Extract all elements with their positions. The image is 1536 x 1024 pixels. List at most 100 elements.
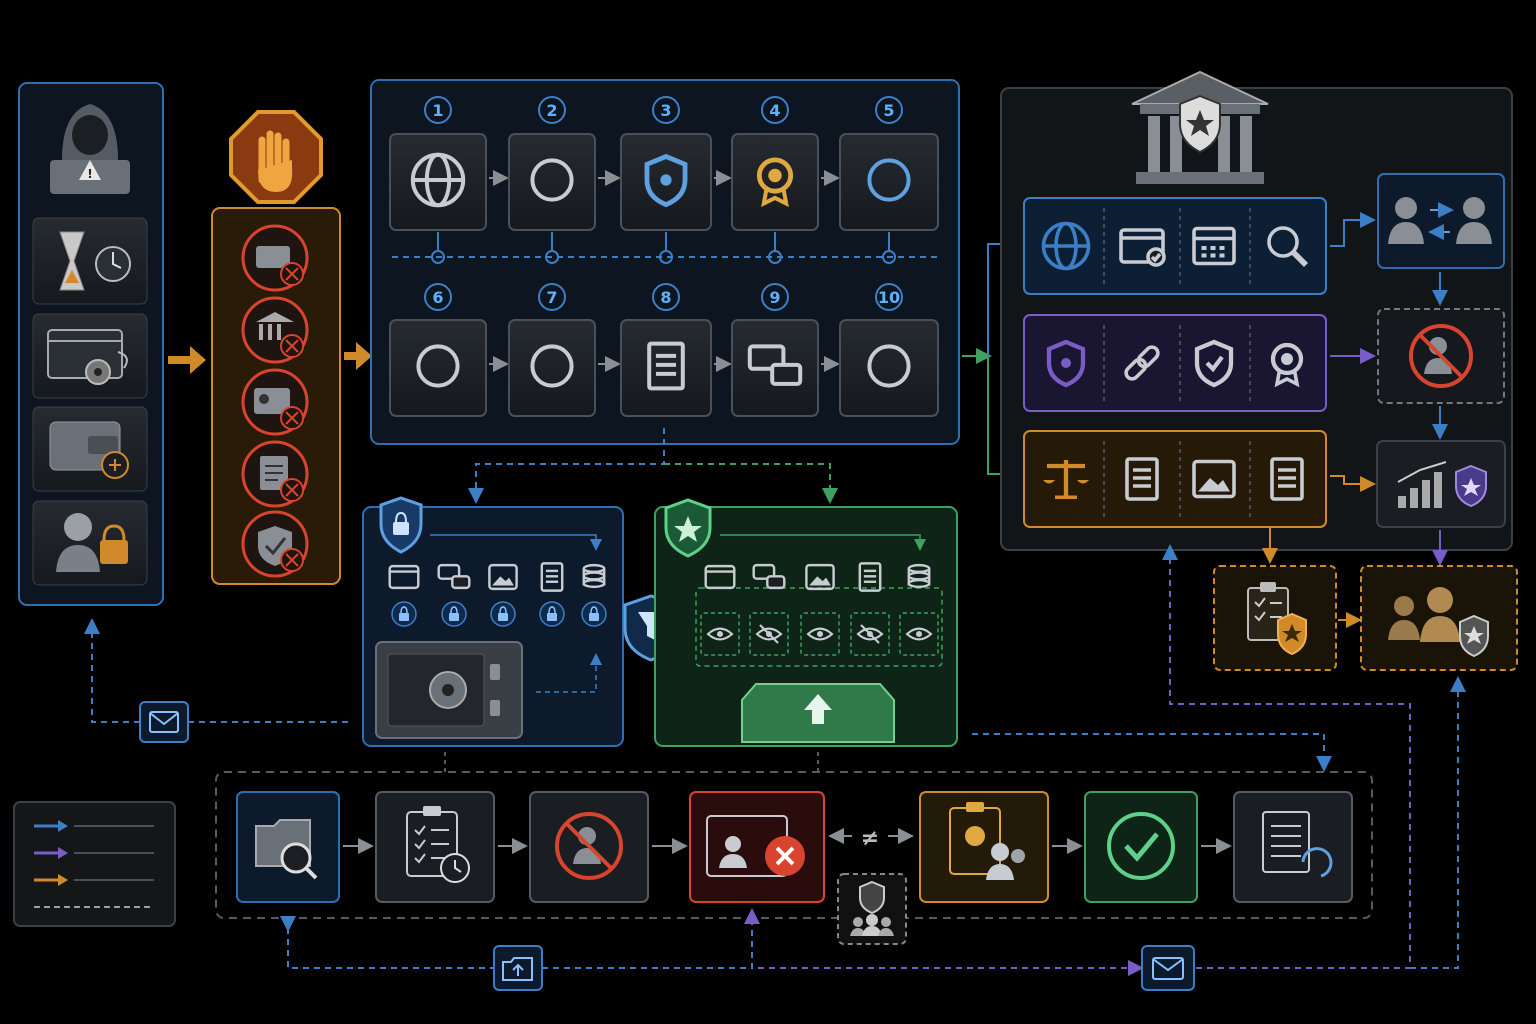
legend-entry — [34, 874, 154, 886]
arrow-threat-to-blocked — [168, 346, 206, 374]
bottom-step[interactable] — [919, 791, 1049, 903]
mail-icon[interactable] — [139, 701, 189, 743]
eye-hidden-icon[interactable] — [856, 624, 884, 644]
bottom-step[interactable] — [1233, 791, 1353, 903]
image-icon[interactable] — [488, 563, 518, 591]
connector-institution-to-outcomes — [1262, 212, 1448, 628]
process-step[interactable]: 3 — [620, 96, 732, 264]
calculator-icon[interactable] — [1270, 457, 1304, 501]
profile-form-check-icon — [867, 158, 911, 202]
search-icon[interactable] — [1267, 226, 1309, 268]
redaction-slot — [899, 612, 939, 656]
step-number: 8 — [660, 288, 671, 307]
image-icon[interactable] — [1192, 459, 1236, 499]
lock-icon — [441, 601, 467, 627]
step-tile — [508, 133, 596, 231]
browser-settings-icon — [47, 329, 128, 385]
bottom-step[interactable] — [689, 791, 825, 903]
process-step[interactable]: 8 — [620, 283, 732, 417]
document-icon[interactable] — [1125, 457, 1159, 501]
legend-entry — [34, 847, 154, 859]
institution-row — [1023, 314, 1327, 412]
step-number: 3 — [660, 101, 671, 120]
process-step[interactable]: 9 — [731, 283, 840, 417]
scales-icon[interactable] — [1043, 460, 1089, 499]
link-icon[interactable] — [1124, 345, 1161, 382]
step-tile — [839, 319, 939, 417]
shield-team-icon — [850, 880, 894, 936]
bottom-step[interactable] — [236, 791, 340, 903]
chat-icon[interactable] — [437, 563, 471, 590]
dashboard-chart-icon — [530, 344, 574, 388]
database-icon[interactable] — [907, 563, 931, 589]
bottom-step[interactable] — [1084, 791, 1198, 903]
check-circle-icon — [1107, 812, 1175, 880]
step-number-badge — [424, 283, 452, 311]
step-number: 5 — [883, 101, 894, 120]
award-icon[interactable] — [1270, 342, 1304, 388]
user-exchange-icon — [1388, 197, 1492, 244]
browser-globe-calendar-icon — [410, 152, 466, 208]
database-icon[interactable] — [582, 563, 606, 589]
process-step[interactable]: 4 — [731, 96, 840, 264]
image-icon[interactable] — [805, 563, 835, 591]
eye-icon[interactable] — [706, 627, 734, 641]
step-number: 9 — [769, 288, 780, 307]
shield-star-icon[interactable] — [1046, 339, 1086, 388]
lock-icon — [391, 601, 417, 627]
user-blocked-icon — [555, 812, 623, 880]
chat-icon[interactable] — [752, 563, 786, 590]
mail-icon[interactable] — [1141, 945, 1195, 991]
eye-hidden-icon[interactable] — [755, 624, 783, 644]
step-number-badge — [538, 283, 566, 311]
browser-icon[interactable] — [388, 564, 420, 590]
calendar-icon[interactable] — [1192, 226, 1236, 266]
document-shield-icon — [647, 341, 685, 391]
bank-shield-icon — [1131, 70, 1269, 184]
document-icon[interactable] — [540, 562, 564, 592]
feedback-connectors — [84, 544, 1466, 976]
browser-icon[interactable] — [704, 564, 736, 590]
lock-icon — [539, 601, 565, 627]
not-equal-symbol: ≠ — [861, 826, 879, 851]
process-step[interactable]: 10 — [839, 283, 939, 417]
step-number: 10 — [878, 288, 900, 307]
globe-icon[interactable] — [1041, 221, 1091, 271]
id-card-blocked-icon — [241, 368, 309, 436]
redaction-slot — [700, 612, 740, 656]
process-step[interactable]: 6 — [389, 283, 509, 417]
bottom-step[interactable] — [529, 791, 649, 903]
bottom-step[interactable] — [375, 791, 495, 903]
step-tile — [508, 319, 596, 417]
shield-star-icon — [664, 498, 712, 558]
institution-row — [1023, 197, 1327, 295]
document-icon[interactable] — [858, 562, 882, 592]
safe-icon — [375, 641, 523, 739]
hooded-attacker-icon: ! — [50, 104, 130, 194]
process-step[interactable]: 1 — [389, 96, 509, 264]
team-shield-icon — [1388, 587, 1489, 658]
bottom-flow-panel: ≠ — [215, 771, 1373, 945]
eye-icon[interactable] — [806, 627, 834, 641]
browser-check-icon[interactable] — [1119, 228, 1166, 267]
shield-blocked-icon — [241, 510, 309, 578]
step-number-badge — [875, 283, 903, 311]
process-step[interactable]: 2 — [508, 96, 621, 264]
process-step[interactable]: 5 — [839, 96, 939, 264]
eye-icon[interactable] — [905, 627, 933, 641]
folder-upload-icon[interactable] — [493, 945, 543, 991]
step-number-badge — [538, 96, 566, 124]
upload-tray-icon — [741, 683, 895, 743]
outcomes-column — [1213, 173, 1518, 671]
badge-rating-icon — [756, 157, 794, 208]
document-refresh-icon — [1262, 811, 1333, 878]
hourglass-clock-icon — [59, 231, 131, 291]
user-blocked-icon — [1409, 324, 1473, 388]
step-number-badge — [761, 283, 789, 311]
process-step[interactable]: 7 — [508, 283, 621, 417]
svg-text:!: ! — [87, 167, 92, 181]
shield-check-icon[interactable] — [1194, 339, 1234, 388]
step-number: 2 — [546, 101, 557, 120]
